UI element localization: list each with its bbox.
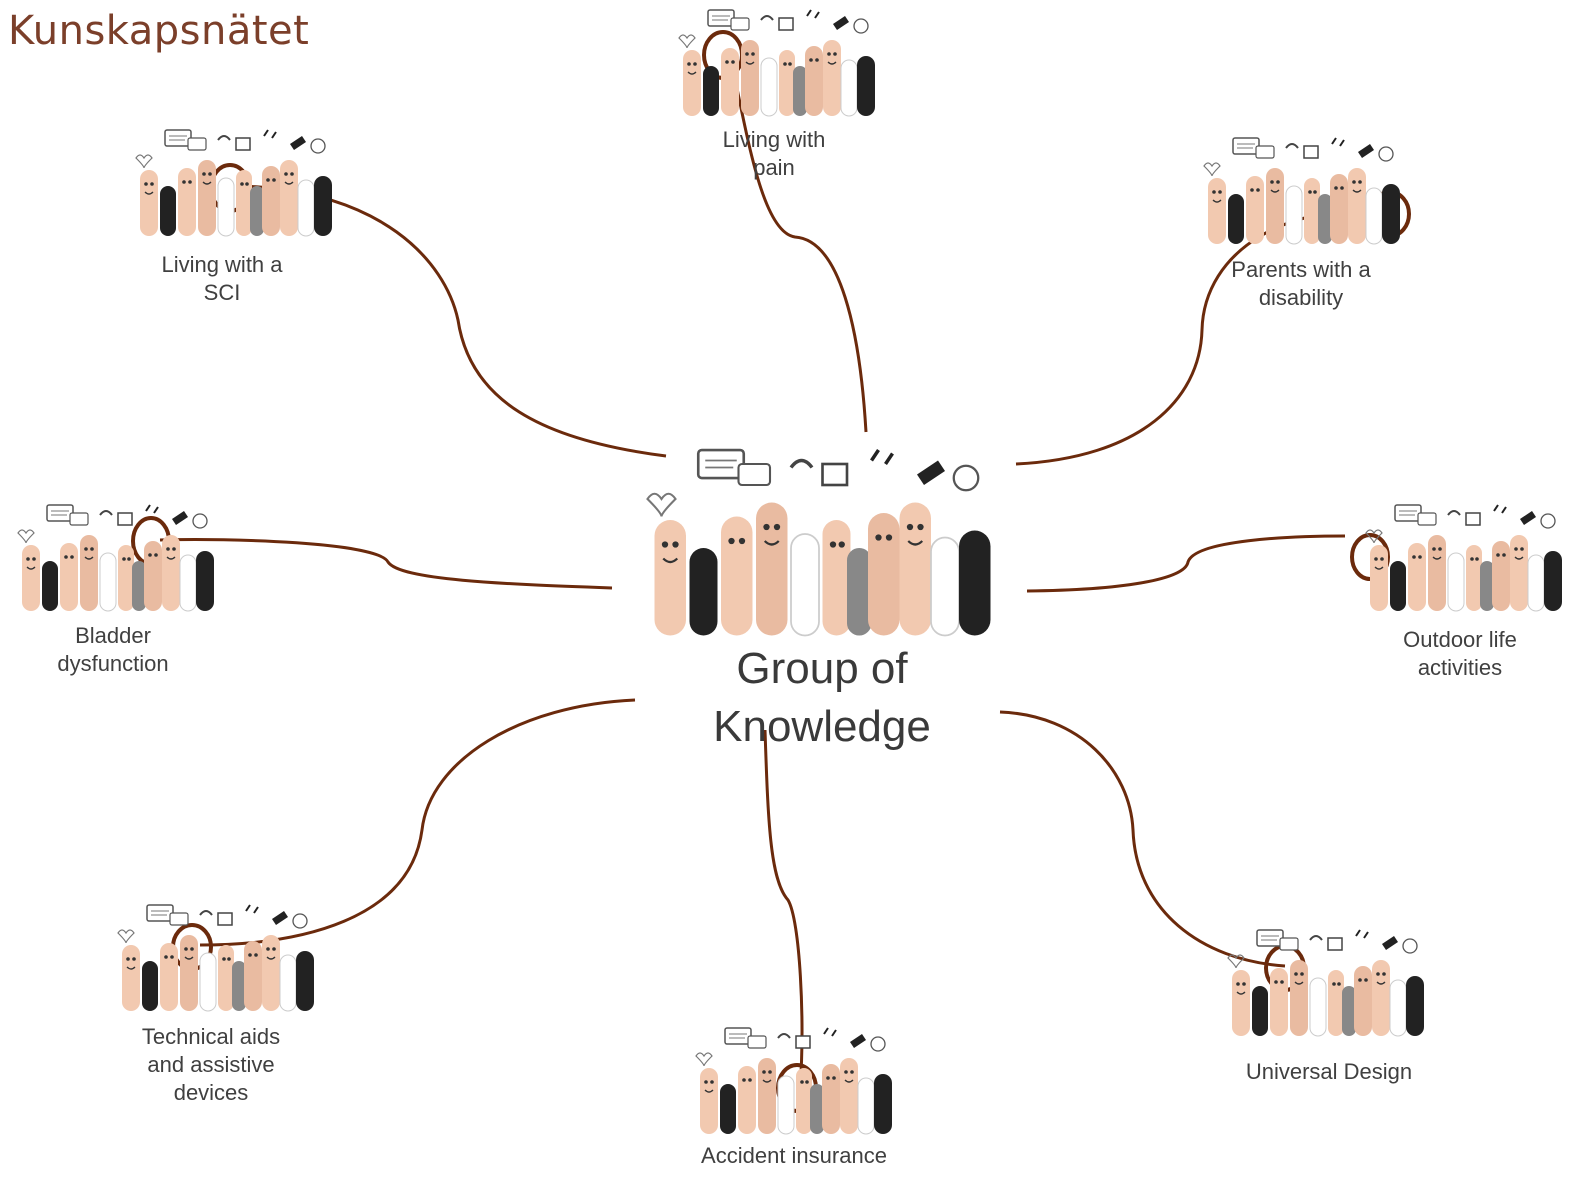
node-label-bladder: Bladder dysfunction bbox=[57, 623, 169, 676]
node-label-universal: Universal Design bbox=[1245, 1059, 1413, 1084]
connector-sci bbox=[239, 184, 667, 458]
page-title: Kunskapsnätet bbox=[8, 8, 310, 54]
finger-people-icon-accident bbox=[695, 1027, 893, 1135]
connector-bladder bbox=[159, 538, 613, 590]
node-label-accident: Accident insurance bbox=[701, 1143, 887, 1168]
finger-people-icon-sci bbox=[135, 129, 333, 237]
node-label-pain: Living with pain bbox=[722, 127, 826, 180]
node-label-outdoor: Outdoor life activities bbox=[1403, 627, 1517, 680]
finger-people-icon-universal bbox=[1227, 929, 1425, 1037]
finger-people-icon-pain bbox=[678, 9, 876, 117]
connector-outdoor bbox=[1026, 534, 1346, 593]
connector-accident bbox=[763, 729, 804, 1091]
connector-pain bbox=[728, 55, 868, 433]
connector-technical bbox=[199, 698, 636, 947]
finger-people-icon-center bbox=[645, 448, 993, 638]
node-label-sci: Living with a SCI bbox=[161, 252, 283, 305]
connectors bbox=[159, 55, 1391, 1091]
finger-people-icon-technical bbox=[117, 904, 315, 1012]
connector-universal bbox=[999, 710, 1286, 968]
center-node-label: Group of Knowledge bbox=[713, 644, 931, 751]
node-label-parents: Parents with a disability bbox=[1231, 257, 1371, 310]
finger-people-icon-bladder bbox=[17, 504, 215, 612]
connector-parents bbox=[1015, 210, 1391, 466]
node-label-technical: Technical aids and assistive devices bbox=[141, 1024, 281, 1105]
finger-people-icon-parents bbox=[1203, 137, 1401, 245]
finger-people-icon-outdoor bbox=[1365, 504, 1563, 612]
